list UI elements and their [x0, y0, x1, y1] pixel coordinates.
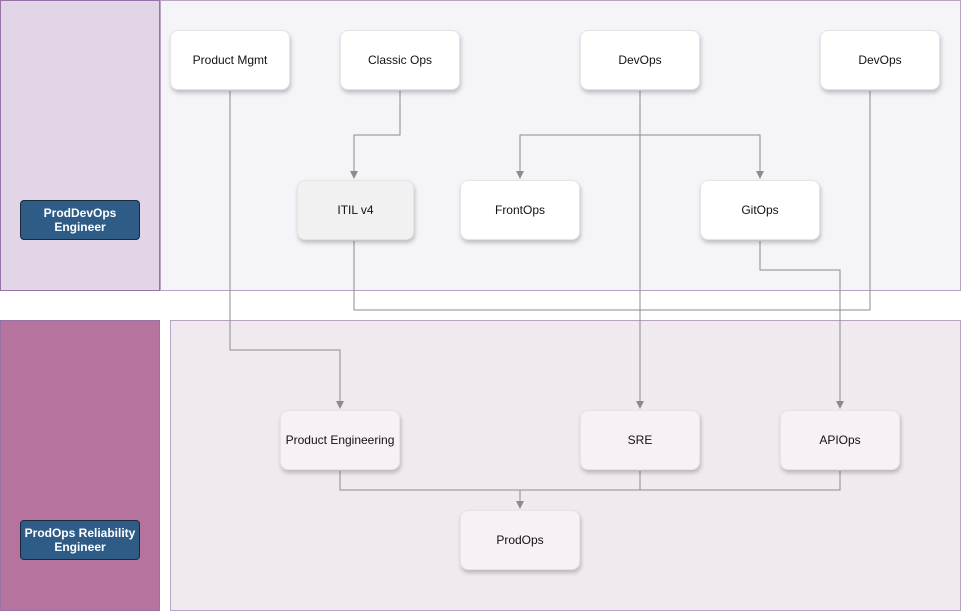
edge-apiops-prodops	[520, 471, 841, 491]
node-apiops[interactable]: APIOps	[780, 410, 900, 470]
proddevops-engineer-role: ProdDevOps Engineer	[20, 200, 140, 240]
edge-devops-gitops	[640, 134, 764, 179]
edge-devops-frontops	[516, 134, 640, 179]
top-lane-header	[0, 0, 160, 291]
edge-classicops-itil	[350, 91, 401, 179]
node-sre[interactable]: SRE	[580, 410, 700, 470]
node-gitops[interactable]: GitOps	[700, 180, 820, 240]
node-devops[interactable]: DevOps	[580, 30, 700, 90]
edge-productmgmt-producteng	[229, 91, 344, 409]
edge-devops2-sre	[640, 91, 871, 311]
node-frontops[interactable]: FrontOps	[460, 180, 580, 240]
node-itil-v4[interactable]: ITIL v4	[297, 180, 414, 240]
edge-sre-prodops	[520, 471, 641, 491]
node-prodops[interactable]: ProdOps	[460, 510, 580, 570]
bottom-lane-header	[0, 320, 160, 611]
edge-itil-sre	[353, 241, 640, 311]
edge-producteng-prodops	[339, 471, 524, 509]
node-product-mgmt[interactable]: Product Mgmt	[170, 30, 290, 90]
node-devops-2[interactable]: DevOps	[820, 30, 940, 90]
node-classic-ops[interactable]: Classic Ops	[340, 30, 460, 90]
node-product-engineering[interactable]: Product Engineering	[280, 410, 400, 470]
edge-gitops-apiops	[759, 241, 844, 409]
prodops-reliability-engineer-role: ProdOps Reliability Engineer	[20, 520, 140, 560]
